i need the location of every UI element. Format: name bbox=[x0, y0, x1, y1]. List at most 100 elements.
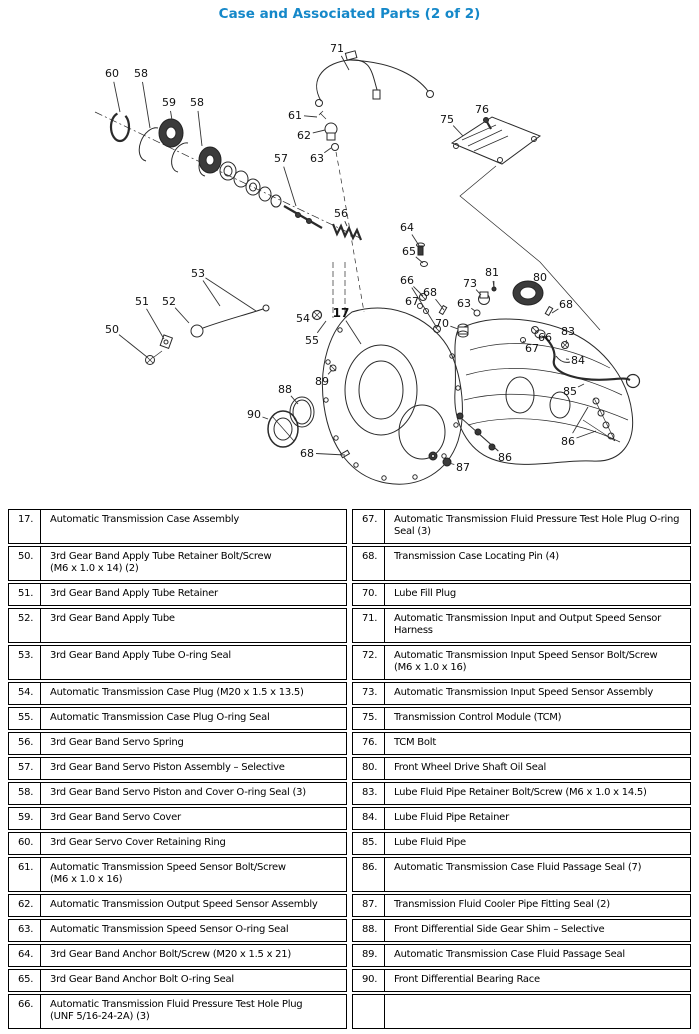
table-cell: 75.Transmission Control Module (TCM) bbox=[352, 707, 691, 730]
part-description: Transmission Control Module (TCM) bbox=[394, 712, 562, 723]
exploded-parts-diagram: 7160585958616263577576566465536681736880… bbox=[94, 42, 641, 485]
table-cell: 50.3rd Gear Band Apply Tube Retainer Bol… bbox=[8, 546, 347, 581]
part-description: Automatic Transmission Case Fluid Passag… bbox=[394, 949, 625, 960]
part-description: 3rd Gear Band Apply Tube O-ring Seal bbox=[50, 650, 231, 661]
part-number: 58. bbox=[9, 783, 41, 804]
part-description: 3rd Gear Band Servo Piston Assembly – Se… bbox=[50, 762, 285, 773]
callout-leader-line bbox=[450, 325, 459, 330]
callout-leader-line bbox=[475, 289, 482, 296]
table-cell: 56.3rd Gear Band Servo Spring bbox=[8, 732, 347, 755]
part-description: Automatic Transmission Fluid Pressure Te… bbox=[50, 999, 303, 1022]
page-title: Case and Associated Parts (2 of 2) bbox=[218, 6, 481, 22]
table-cell: 51.3rd Gear Band Apply Tube Retainer bbox=[8, 583, 347, 606]
callout-leader-line bbox=[522, 340, 526, 343]
part-number: 66. bbox=[9, 995, 41, 1028]
callout-71: 71 bbox=[330, 42, 344, 55]
part-number: 56. bbox=[9, 733, 41, 754]
part-number: 70. bbox=[353, 584, 385, 605]
callout-89: 89 bbox=[315, 375, 329, 388]
table-cell: 90.Front Differential Bearing Race bbox=[352, 969, 691, 992]
callout-leader-line bbox=[290, 395, 299, 405]
callout-68: 68 bbox=[300, 447, 314, 460]
callout-leader-line bbox=[565, 339, 567, 344]
transmission-case bbox=[321, 307, 634, 485]
table-cell: 57.3rd Gear Band Servo Piston Assembly –… bbox=[8, 757, 347, 780]
table-cell: 80.Front Wheel Drive Shaft Oil Seal bbox=[352, 757, 691, 780]
part-number: 84. bbox=[353, 808, 385, 829]
table-cell: 70. Lube Fill Plug bbox=[352, 583, 691, 606]
callout-leader-line bbox=[202, 280, 221, 307]
part-number: 88. bbox=[353, 920, 385, 941]
part-description: Automatic Transmission Input Speed Senso… bbox=[394, 650, 658, 673]
part-description: 3rd Gear Band Apply Tube bbox=[50, 613, 175, 624]
speed-sensor-harness bbox=[315, 50, 434, 313]
callout-leader-line bbox=[344, 221, 348, 227]
table-cell: 54.Automatic Transmission Case Plug (M20… bbox=[8, 682, 347, 705]
table-cell: 72.Automatic Transmission Input Speed Se… bbox=[352, 645, 691, 680]
table-cell: 76.TCM Bolt bbox=[352, 732, 691, 755]
part-description: Transmission Fluid Cooler Pipe Fitting S… bbox=[394, 899, 610, 910]
table-cell: 71.Automatic Transmission Input and Outp… bbox=[352, 608, 691, 643]
part-number: 61. bbox=[9, 858, 41, 891]
table-cell: 55.Automatic Transmission Case Plug O-ri… bbox=[8, 707, 347, 730]
callout-85: 85 bbox=[563, 385, 577, 398]
table-cell: 52.3rd Gear Band Apply Tube bbox=[8, 608, 347, 643]
part-description: Lube Fluid Pipe Retainer Bolt/Screw (M6 … bbox=[394, 787, 647, 798]
callout-leader-line bbox=[572, 406, 589, 434]
callout-leader-line bbox=[316, 320, 327, 334]
part-number: 71. bbox=[353, 609, 385, 642]
table-cell: 83. Lube Fluid Pipe Retainer Bolt/Screw (… bbox=[352, 782, 691, 805]
table-cell: 68.Transmission Case Locating Pin (4) bbox=[352, 546, 691, 581]
part-number: 53. bbox=[9, 646, 41, 679]
table-cell: 60.3rd Gear Servo Cover Retaining Ring bbox=[8, 832, 347, 855]
part-number: 67. bbox=[353, 510, 385, 543]
part-description: Lube Fluid Pipe Retainer bbox=[394, 812, 509, 823]
callout-leader-line bbox=[471, 307, 476, 312]
callout-88: 88 bbox=[278, 383, 292, 396]
callout-50: 50 bbox=[105, 323, 119, 336]
callout-66: 66 bbox=[400, 274, 414, 287]
table-row: 53. 3rd Gear Band Apply Tube O-ring Seal 7… bbox=[8, 645, 691, 680]
table-row: 63.Automatic Transmission Speed Sensor O… bbox=[8, 919, 691, 942]
part-number: 76. bbox=[353, 733, 385, 754]
callout-leader-line bbox=[283, 166, 297, 207]
apply-tube-parts bbox=[145, 304, 270, 365]
callout-leader-line bbox=[315, 453, 346, 456]
callout-63: 63 bbox=[457, 297, 471, 310]
callout-59: 59 bbox=[162, 96, 176, 109]
callout-86: 86 bbox=[498, 451, 512, 464]
callout-62: 62 bbox=[297, 129, 311, 142]
part-number: 50. bbox=[9, 547, 41, 580]
callout-83: 83 bbox=[561, 325, 575, 338]
callout-leader-line bbox=[312, 129, 326, 134]
table-cell: 87.Transmission Fluid Cooler Pipe Fittin… bbox=[352, 894, 691, 917]
part-description bbox=[385, 995, 690, 1028]
part-number: 59. bbox=[9, 808, 41, 829]
table-cell: 85.Lube Fluid Pipe bbox=[352, 832, 691, 855]
table-row: 51.3rd Gear Band Apply Tube Retainer 70. L… bbox=[8, 583, 691, 606]
part-description: 3rd Gear Band Servo Piston and Cover O-r… bbox=[50, 787, 306, 798]
part-number: 80. bbox=[353, 758, 385, 779]
part-description: Automatic Transmission Output Speed Sens… bbox=[50, 899, 318, 910]
callout-leader-line bbox=[485, 117, 489, 123]
callout-54: 54 bbox=[296, 312, 310, 325]
table-row: 50.3rd Gear Band Apply Tube Retainer Bol… bbox=[8, 546, 691, 581]
part-number: 73. bbox=[353, 683, 385, 704]
case-plugs-and-pins bbox=[311, 242, 554, 459]
callout-leader-line bbox=[197, 110, 203, 147]
table-row: 64.3rd Gear Band Anchor Bolt/Screw (M20 … bbox=[8, 944, 691, 967]
callout-leader-line bbox=[345, 320, 362, 345]
callout-leader-line bbox=[142, 81, 151, 129]
callout-leader-line bbox=[532, 284, 536, 290]
callout-52: 52 bbox=[162, 295, 176, 308]
part-description: Automatic Transmission Speed Sensor O-ri… bbox=[50, 924, 289, 935]
part-description: Automatic Transmission Case Assembly bbox=[50, 514, 240, 525]
part-description: Automatic Transmission Speed Sensor Bolt… bbox=[50, 862, 286, 885]
callout-17: 17 bbox=[333, 306, 350, 320]
part-number: 83. bbox=[353, 783, 385, 804]
table-cell: 67.Automatic Transmission Fluid Pressure… bbox=[352, 509, 691, 544]
part-description: Lube Fill Plug bbox=[394, 588, 456, 599]
